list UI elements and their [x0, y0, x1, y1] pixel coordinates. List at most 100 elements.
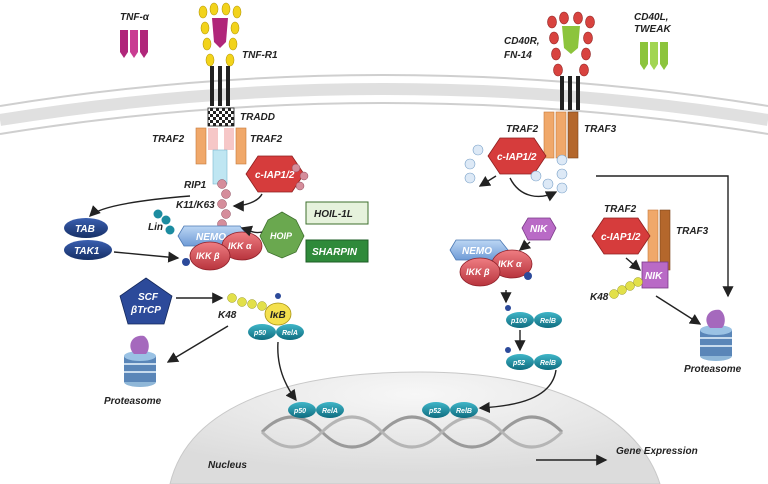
proteasome-left [124, 335, 156, 387]
arrow-tak1-to-ikk [113, 251, 180, 263]
cd40l-label-line1: CD40L, [634, 12, 668, 23]
svg-text:RelB: RelB [540, 318, 556, 325]
k48-left-label: K48 [218, 310, 237, 321]
traf2-left-b-label: TRAF2 [250, 134, 283, 145]
ciap-left: c-IAP1/2 [245, 155, 305, 193]
arrow-nik-to-ikk [518, 239, 532, 251]
svg-text:RelA: RelA [282, 330, 298, 337]
tnf-alpha-ligand [120, 30, 148, 58]
ikb-protein: IκB [264, 293, 292, 326]
svg-text:p50: p50 [293, 408, 306, 415]
k48-chain-left [227, 293, 267, 311]
traf3-lower-label: TRAF3 [676, 226, 709, 237]
svg-text:IκB: IκB [270, 310, 286, 321]
svg-text:p100: p100 [510, 318, 527, 325]
nfkb-p50-rela: p50 RelA [248, 324, 304, 340]
svg-text:c-IAP1/2: c-IAP1/2 [497, 152, 537, 163]
traf2-left-a-label: TRAF2 [152, 134, 185, 145]
svg-text:NIK: NIK [530, 224, 548, 235]
svg-text:IKK β: IKK β [196, 251, 220, 261]
arrow-ciap-right-loop [509, 177, 558, 202]
sharpin-box [305, 239, 369, 263]
scf-btrcp: SCF βTrCP [119, 277, 173, 325]
cd40l-tweak-ligand [640, 42, 668, 70]
gene-expression-label: Gene Expression [616, 446, 698, 457]
linear-ubiquitin-chain [153, 209, 175, 235]
svg-text:RelA: RelA [322, 408, 338, 415]
nik-top: NIK [521, 217, 557, 241]
ikk-complex-left: NEMO IKK α IKK β [177, 225, 263, 271]
arrow-rela-to-nucleus [277, 341, 297, 402]
svg-text:SCF: SCF [138, 292, 159, 303]
cd40r-label-line1: CD40R, [504, 36, 540, 47]
tradd-label: TRADD [240, 112, 275, 123]
svg-text:βTrCP: βTrCP [130, 305, 161, 316]
svg-text:HOIP: HOIP [270, 231, 293, 241]
nucleus-label: Nucleus [208, 460, 247, 471]
proteasome-right-label: Proteasome [684, 364, 742, 375]
cd40r-receptor [547, 11, 595, 110]
svg-text:p52: p52 [512, 360, 525, 367]
ubiquitin-chain-rip1 [217, 179, 231, 229]
ikk-complex-right: NEMO IKK α IKK β [449, 239, 533, 287]
cd40r-label-line2: FN-14 [504, 50, 532, 61]
dna-helix [260, 415, 564, 449]
svg-text:RelB: RelB [540, 360, 556, 367]
traf2-traf3-lower [647, 209, 671, 271]
nfkb-p52-relb: p52 RelB [505, 347, 562, 370]
nik-lower: NIK [641, 261, 669, 289]
cell-membrane [0, 74, 768, 135]
lin-label: Lin [148, 222, 163, 233]
traf3-right-label: TRAF3 [584, 124, 617, 135]
svg-text:IKK α: IKK α [498, 259, 522, 269]
arrow-traf3-to-proteasome [596, 175, 734, 298]
svg-text:c-IAP1/2: c-IAP1/2 [601, 232, 641, 243]
tnf-alpha-label: TNF-α [120, 12, 150, 23]
proteasome-right [700, 309, 732, 361]
svg-text:NEMO: NEMO [196, 232, 226, 243]
arrow-traf2-lower-to-nik [625, 257, 642, 271]
arrow-nik-to-proteasome [655, 295, 702, 325]
nfkb-p100-relb: p100 RelB [505, 305, 562, 328]
traf2-traf3-complex-right [543, 111, 579, 159]
arrow-ciap-to-ub [232, 193, 263, 212]
sharpin-label: SHARPIN [312, 247, 358, 258]
traf2-complex-left [195, 127, 247, 185]
tnf-r1-label: TNF-R1 [242, 50, 278, 61]
ubiquitin-cluster-right [464, 144, 568, 194]
cd40l-label-line2: TWEAK [634, 24, 671, 35]
tab-tak1-complex: TAB TAK1 [64, 218, 112, 260]
svg-text:IKK β: IKK β [466, 267, 490, 277]
hoil-1l-label: HOIL-1L [314, 209, 353, 220]
arrow-ciap-right-left [478, 175, 497, 187]
nfkb-p52-relb-nuclear: p52 RelB [422, 402, 478, 418]
traf2-lower-label: TRAF2 [604, 204, 637, 215]
arrow-rip1-to-tab [89, 195, 191, 217]
svg-text:TAB: TAB [75, 224, 95, 235]
k48-right-label: K48 [590, 292, 609, 303]
k11-k63-label: K11/K63 [176, 200, 215, 211]
svg-text:TAK1: TAK1 [74, 246, 100, 257]
hoil-1l-box [305, 201, 369, 225]
ciap-right: c-IAP1/2 [487, 137, 547, 175]
ciap-lower: c-IAP1/2 [591, 217, 651, 255]
svg-text:NIK: NIK [645, 271, 663, 282]
arrow-hoip-to-lin [240, 225, 263, 237]
traf2-right-label: TRAF2 [506, 124, 539, 135]
svg-text:c-IAP1/2: c-IAP1/2 [255, 170, 295, 181]
svg-text:p50: p50 [253, 330, 266, 337]
svg-text:IKK α: IKK α [228, 241, 252, 251]
rip1-label: RIP1 [184, 180, 207, 191]
k48-chain-right [609, 277, 643, 299]
arrow-ikb-to-proteasome [166, 325, 229, 363]
svg-text:RelB: RelB [456, 408, 472, 415]
tnf-r1-receptor [198, 2, 242, 127]
arrow-p52-to-nucleus [478, 369, 557, 414]
proteasome-left-label: Proteasome [104, 396, 162, 407]
svg-text:NEMO: NEMO [462, 246, 492, 257]
svg-text:p52: p52 [428, 408, 441, 415]
pathway-arrows [89, 175, 734, 466]
nfkb-p50-rela-nuclear: p50 RelA [288, 402, 344, 418]
hoip-component: HOIP [259, 211, 305, 259]
